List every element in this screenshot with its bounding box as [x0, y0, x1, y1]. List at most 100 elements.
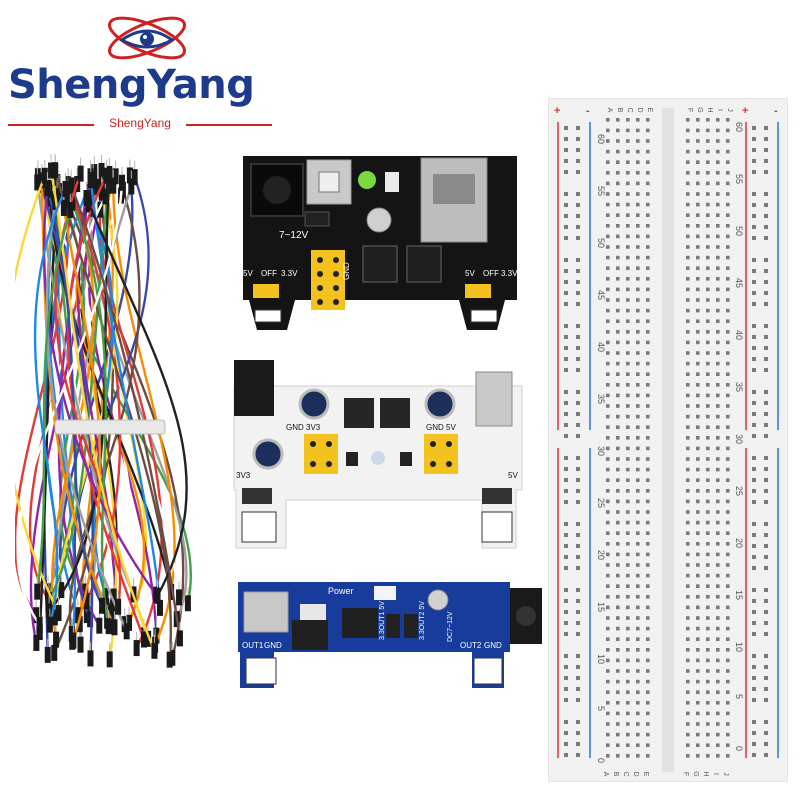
jumper-wire-connector [67, 201, 74, 218]
label-off-right: OFF [483, 269, 499, 278]
jumper-wire-connector [33, 607, 40, 624]
label-3v3-side: 3V3 [236, 471, 251, 480]
jumper-wire-connector [46, 616, 53, 633]
label-power: Power [328, 586, 354, 596]
breadboard-row-number: 50 [596, 238, 606, 248]
breadboard-row-number: 60 [596, 134, 606, 144]
jumper-wire [73, 175, 150, 621]
jumper-wire-connector [123, 623, 130, 640]
jumper-wire [85, 196, 188, 598]
jumper-wire-connector [95, 178, 102, 195]
jumper-wire-connector [131, 169, 138, 186]
breadboard-row-number: 55 [596, 186, 606, 196]
jumper-wire-connector [76, 616, 83, 633]
jumper-wire-connector [34, 174, 41, 191]
breadboard-column-letter: C [622, 771, 629, 776]
jumper-wire-connector [128, 178, 135, 195]
jumper-wire-connector [96, 617, 103, 634]
breadboard-row-number: 0 [734, 746, 744, 751]
breadboard-rail-mark: - [586, 105, 590, 117]
jumper-wire-connector [110, 588, 117, 605]
jumper-wire-connector [68, 177, 75, 194]
jumper-wire [62, 206, 102, 642]
jumper-wire-connector [36, 616, 43, 633]
label-5v-top: 5V [446, 423, 456, 432]
jumper-wire-connector [51, 609, 58, 626]
jumper-wire [42, 186, 158, 596]
breadboard: AABBCCDDEEFFGGHHIIJJ06055510501545204025… [548, 98, 788, 782]
jumper-wire-connector [125, 614, 132, 631]
breadboard-column-letter: F [682, 772, 689, 776]
white-power-module: GND 3V3 GND 5V 3V3 5V [233, 360, 523, 549]
jumper-wire-connector [103, 167, 110, 184]
breadboard-rail-mark: + [742, 105, 748, 117]
jumper-wire-connector [153, 627, 160, 644]
breadboard-column-letter: G [692, 771, 699, 776]
dc-in-label: DC-in [235, 157, 245, 180]
breadboard-column-letter: I [712, 773, 719, 775]
breadboard-row-number: 30 [596, 446, 606, 456]
jumper-wire [15, 207, 70, 617]
breadboard-column-letter: D [636, 107, 643, 112]
jumper-wire-connector [52, 162, 59, 179]
label-5v-left: 5V [243, 269, 253, 278]
jumper-wire-connector [184, 595, 191, 612]
breadboard-row-number: 25 [734, 486, 744, 496]
jumper-wire-connector [51, 644, 58, 661]
label-gnd-right: GND [426, 423, 444, 432]
breadboard-column-letter: B [612, 772, 619, 777]
jumper-wire-connector [70, 632, 77, 649]
breadboard-row-number: 25 [596, 498, 606, 508]
eye-emblem-icon [108, 16, 186, 60]
blue-power-module: Power OUT1 GND 3.3OUT1 5V 3.3OUT2 5V DC7… [238, 582, 542, 688]
jumper-wire-connector [102, 188, 109, 205]
jumper-wire-connector [168, 584, 175, 601]
label-5v-side: 5V [508, 471, 518, 480]
jumper-wire-connector [111, 619, 118, 636]
breadboard-row-number: 55 [734, 174, 744, 184]
jumper-wire-connector [157, 599, 164, 616]
jumper-wire-connector [98, 184, 105, 201]
jumper-wire [15, 174, 60, 615]
black-power-module: DC-in 7~12V 5V OFF 3.3V GND 5V OFF 3.3V [235, 156, 518, 330]
label-3v3-top: 3V3 [306, 423, 321, 432]
jumper-wire-connector [44, 180, 51, 197]
breadboard-row-number: 35 [734, 382, 744, 392]
jumper-wire-connector [99, 597, 106, 614]
jumper-wire [38, 180, 59, 634]
jumper-wire-connector [77, 165, 84, 182]
jumper-wire-connector [86, 184, 93, 201]
label-out2: OUT2 [460, 641, 482, 650]
label-33v-right: 3.3V [501, 269, 518, 278]
breadboard-column-letter: A [602, 772, 609, 777]
jumper-wire-connector [34, 583, 41, 600]
label-33out2: 3.3OUT2 5V [419, 601, 426, 640]
breadboard-row-number: 0 [596, 758, 606, 763]
jumper-wire-connector [105, 618, 112, 635]
jumper-wire-connector [176, 630, 183, 647]
jumper-wire-connector [126, 167, 133, 184]
label-off-left: OFF [261, 269, 277, 278]
breadboard-column-letter: F [686, 108, 693, 112]
breadboard-row-number: 40 [734, 330, 744, 340]
logo-divider-right [186, 124, 272, 126]
breadboard-row-number: 5 [596, 706, 606, 711]
breadboard-column-letter: J [726, 108, 733, 112]
breadboard-column-letter: H [706, 107, 713, 112]
jumper-wire-connector [58, 582, 65, 599]
jumper-wire-connector [87, 172, 94, 189]
jumper-wire-connector [176, 589, 183, 606]
jumper-wire-connector [154, 587, 161, 604]
cable-tie [54, 419, 166, 435]
label-33out1: 3.3OUT1 5V [379, 601, 386, 640]
breadboard-column-letter: I [716, 109, 723, 111]
jumper-wire-connector [118, 174, 125, 191]
breadboard-column-letter: H [702, 771, 709, 776]
label-out1: OUT1 [242, 641, 264, 650]
jumper-wire-connector [97, 201, 104, 218]
jumper-wire [68, 188, 141, 636]
jumper-wire-connector [53, 631, 60, 648]
breadboard-row-number: 15 [596, 602, 606, 612]
breadboard-column-letter: E [642, 772, 649, 777]
jumper-wire-connector [46, 603, 53, 620]
